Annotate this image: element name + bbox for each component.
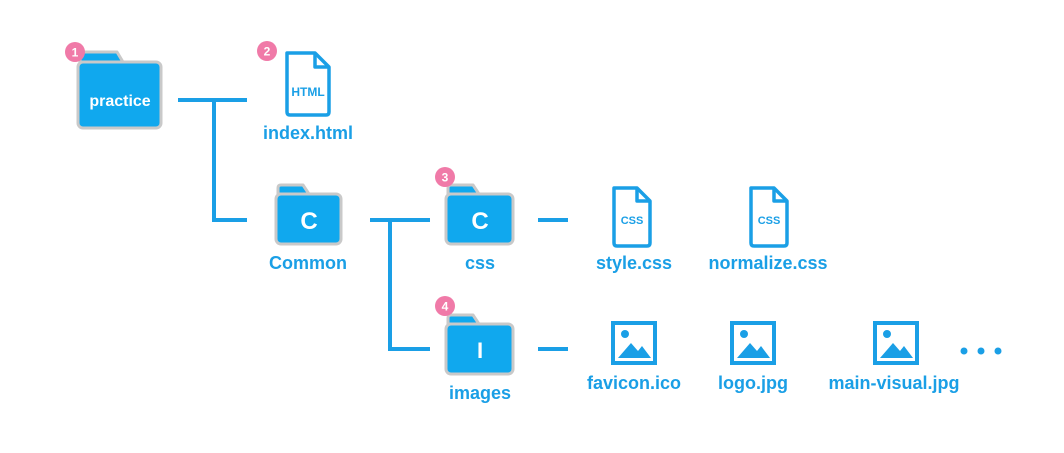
image-icon xyxy=(611,321,657,365)
file-style-css[interactable]: CSS style.css xyxy=(596,186,672,273)
folder-name-label: css xyxy=(465,253,495,273)
folder-images[interactable]: I images xyxy=(444,313,515,403)
file-name-label: normalize.css xyxy=(708,253,827,273)
file-main-visual[interactable]: main-visual.jpg xyxy=(828,321,960,393)
file-corner xyxy=(313,53,329,69)
badge-number: 3 xyxy=(442,171,449,185)
folder-icon xyxy=(444,192,515,246)
file-logo[interactable]: logo.jpg xyxy=(718,321,788,393)
badge-number: 1 xyxy=(72,46,79,60)
file-corner xyxy=(772,188,787,203)
folder-initial: C xyxy=(300,208,317,235)
folder-initial: C xyxy=(471,208,488,235)
folder-tab xyxy=(276,183,311,196)
badge-3: 3 xyxy=(435,167,455,187)
file-favicon[interactable]: favicon.ico xyxy=(587,321,681,393)
folder-common[interactable]: C Common xyxy=(269,183,347,273)
html-file-icon xyxy=(285,51,331,117)
connectors xyxy=(178,98,568,351)
folder-icon xyxy=(274,192,343,246)
badge-circle xyxy=(65,42,85,62)
folder-practice[interactable]: practice xyxy=(76,50,163,130)
file-name-label: index.html xyxy=(263,123,353,143)
image-icon xyxy=(873,321,919,365)
folder-css[interactable]: C css xyxy=(444,183,515,273)
badge-number: 2 xyxy=(264,45,271,59)
file-corner xyxy=(635,188,650,203)
badge-circle xyxy=(435,167,455,187)
file-type-label: HTML xyxy=(291,85,324,99)
badge-circle xyxy=(435,296,455,316)
folder-name-label: Common xyxy=(269,253,347,273)
folder-icon xyxy=(76,60,163,130)
badge-1: 1 xyxy=(65,42,85,62)
file-name-label: favicon.ico xyxy=(587,373,681,393)
badge-number: 4 xyxy=(442,300,449,314)
badge-2: 2 xyxy=(257,41,277,61)
file-type-label: CSS xyxy=(758,215,781,227)
ellipsis-icon xyxy=(960,347,1002,355)
file-name-label: logo.jpg xyxy=(718,373,788,393)
file-index-html[interactable]: HTML index.html xyxy=(263,51,353,143)
file-normalize-css[interactable]: CSS normalize.css xyxy=(708,186,828,273)
folder-initial: I xyxy=(477,338,483,363)
file-name-label: style.css xyxy=(596,253,672,273)
folder-icon xyxy=(444,322,515,376)
folder-tab xyxy=(446,313,481,326)
image-icon xyxy=(730,321,776,365)
badge-circle xyxy=(257,41,277,61)
folder-practice-label: practice xyxy=(89,93,150,110)
connector-common-images xyxy=(388,220,430,351)
file-name-label: main-visual.jpg xyxy=(828,373,959,393)
folder-name-label: images xyxy=(449,383,511,403)
file-type-label: CSS xyxy=(621,215,644,227)
badge-4: 4 xyxy=(435,296,455,316)
connector-practice-common xyxy=(212,100,247,222)
